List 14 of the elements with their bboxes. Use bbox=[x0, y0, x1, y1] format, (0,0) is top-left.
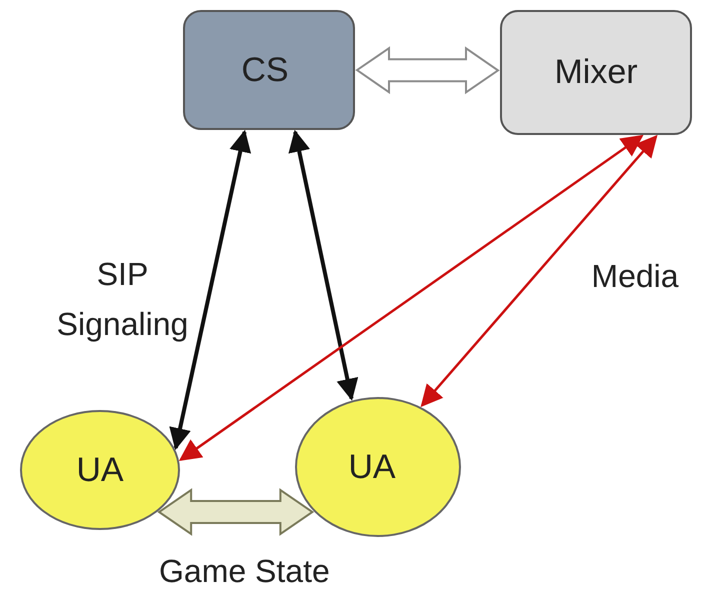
node-label: CS bbox=[241, 50, 289, 90]
arrow bbox=[420, 134, 658, 408]
block-arrow bbox=[157, 488, 314, 536]
arrow bbox=[288, 130, 358, 401]
node-label: Mixer bbox=[554, 53, 638, 92]
arrow bbox=[169, 130, 252, 450]
annotation-label: Media bbox=[590, 257, 680, 296]
node-label: UA bbox=[76, 450, 124, 490]
server-box bbox=[183, 10, 355, 130]
node-label: UA bbox=[348, 448, 396, 486]
block-arrow bbox=[355, 46, 500, 94]
server-box bbox=[500, 10, 692, 135]
annotation-label: SIP Signaling bbox=[56, 255, 190, 344]
arrow bbox=[178, 134, 644, 461]
